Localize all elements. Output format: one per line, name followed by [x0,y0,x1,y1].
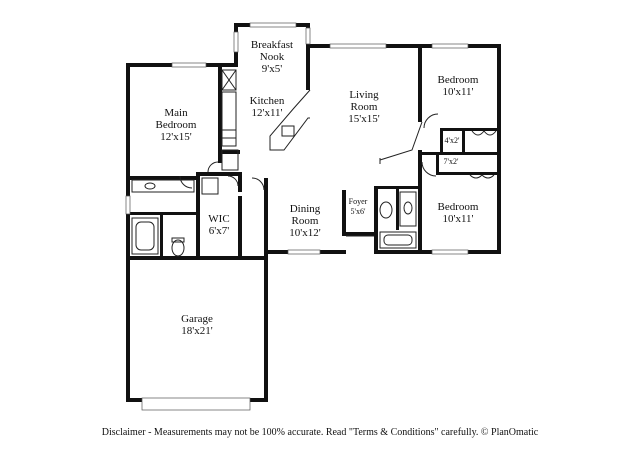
room-labels: Breakfast Nook 9'x5' Kitchen 12'x11' Mai… [156,39,479,337]
breakfast-nook-label-2: Nook [260,51,285,63]
garage-label: Garage [181,313,213,325]
bedroom-top-size: 10'x11' [442,86,473,98]
dining-room-label-2: Room [292,215,319,227]
garage-size: 18'x21' [181,325,212,337]
bedroom-bottom-size: 10'x11' [442,213,473,225]
main-bedroom-size: 12'x15' [160,131,191,143]
kitchen-label: Kitchen [250,95,285,107]
foyer-size: 5'x6' [351,207,366,216]
living-room-label-2: Room [351,101,378,113]
wic-label: WIC [208,213,229,225]
disclaimer-text: Disclaimer - Measurements may not be 100… [101,427,539,438]
dining-room-size: 10'x12' [289,227,320,239]
kitchen-size: 12'x11' [251,107,282,119]
bedroom-bottom-label: Bedroom [438,201,479,213]
living-room-size: 15'x15' [348,113,379,125]
fixtures [131,69,497,257]
windows [125,22,469,411]
living-room-label-1: Living [349,89,379,101]
closet-7x2-size: 7'x2' [444,157,459,166]
breakfast-nook-size: 9'x5' [262,63,282,75]
closet-4x2-size: 4'x2' [445,136,460,145]
dining-room-label-1: Dining [290,203,321,215]
main-bedroom-label-2: Bedroom [156,119,197,131]
bedroom-top-label: Bedroom [438,74,479,86]
main-bedroom-label-1: Main [164,107,188,119]
wic-size: 6'x7' [209,225,229,237]
foyer-label: Foyer [349,197,368,206]
breakfast-nook-label-1: Breakfast [251,39,293,51]
